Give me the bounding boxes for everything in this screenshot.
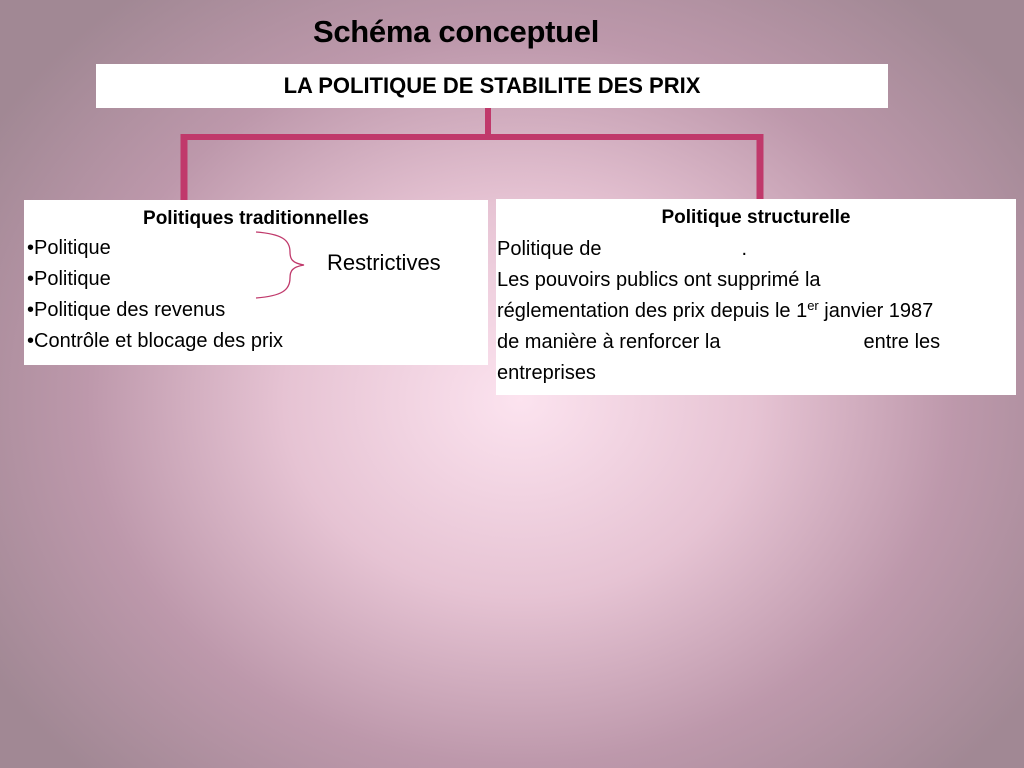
structural-policy-text: Politique de. Les pouvoirs publics ont s… — [496, 234, 1016, 389]
text-line: Les pouvoirs publics ont supprimé la — [497, 269, 821, 291]
text-fragment: Politique de — [497, 238, 602, 260]
text-line: réglementation des prix depuis le 1er ja… — [497, 296, 1016, 327]
page-title: Schéma conceptuel — [312, 14, 600, 49]
text-line: entreprises — [497, 362, 596, 384]
traditional-policies-box: Politiques traditionnelles •Politique •P… — [24, 200, 488, 365]
bullet-icon: • — [27, 268, 35, 290]
text-fragment: . — [741, 238, 748, 260]
bullet-icon: • — [27, 330, 35, 352]
superscript: er — [807, 298, 819, 313]
text-line: Politique de. — [497, 234, 1016, 265]
bullet-icon: • — [27, 299, 35, 321]
main-concept-label: LA POLITIQUE DE STABILITE DES PRIX — [283, 73, 701, 98]
list-item-label: Politique — [34, 237, 111, 259]
text-fragment: réglementation des prix depuis le 1 — [497, 300, 808, 322]
list-item-label: Politique — [34, 268, 111, 290]
list-item: •Politique — [27, 233, 488, 264]
traditional-policies-list: •Politique •Politique •Politique des rev… — [24, 233, 488, 357]
text-fragment: de manière à renforcer la — [497, 331, 721, 353]
bullet-icon: • — [27, 237, 35, 259]
list-item: •Politique des revenus — [27, 295, 488, 326]
list-item: •Contrôle et blocage des prix — [27, 326, 488, 357]
curly-brace-icon — [255, 231, 305, 299]
traditional-policies-heading: Politiques traditionnelles — [143, 208, 369, 229]
structural-policy-heading: Politique structurelle — [661, 207, 851, 228]
list-item: •Politique — [27, 264, 488, 295]
text-line: de manière à renforcer la entre les — [497, 327, 1016, 358]
text-fragment: janvier 1987 — [818, 300, 934, 322]
structural-policy-box: Politique structurelle Politique de. Les… — [496, 199, 1016, 395]
list-item-label: Politique des revenus — [34, 299, 226, 321]
main-concept-box: LA POLITIQUE DE STABILITE DES PRIX — [96, 64, 888, 108]
text-fragment: entre les — [863, 331, 941, 353]
list-item-label: Contrôle et blocage des prix — [34, 330, 284, 352]
restrictives-label: Restrictives — [327, 250, 441, 275]
